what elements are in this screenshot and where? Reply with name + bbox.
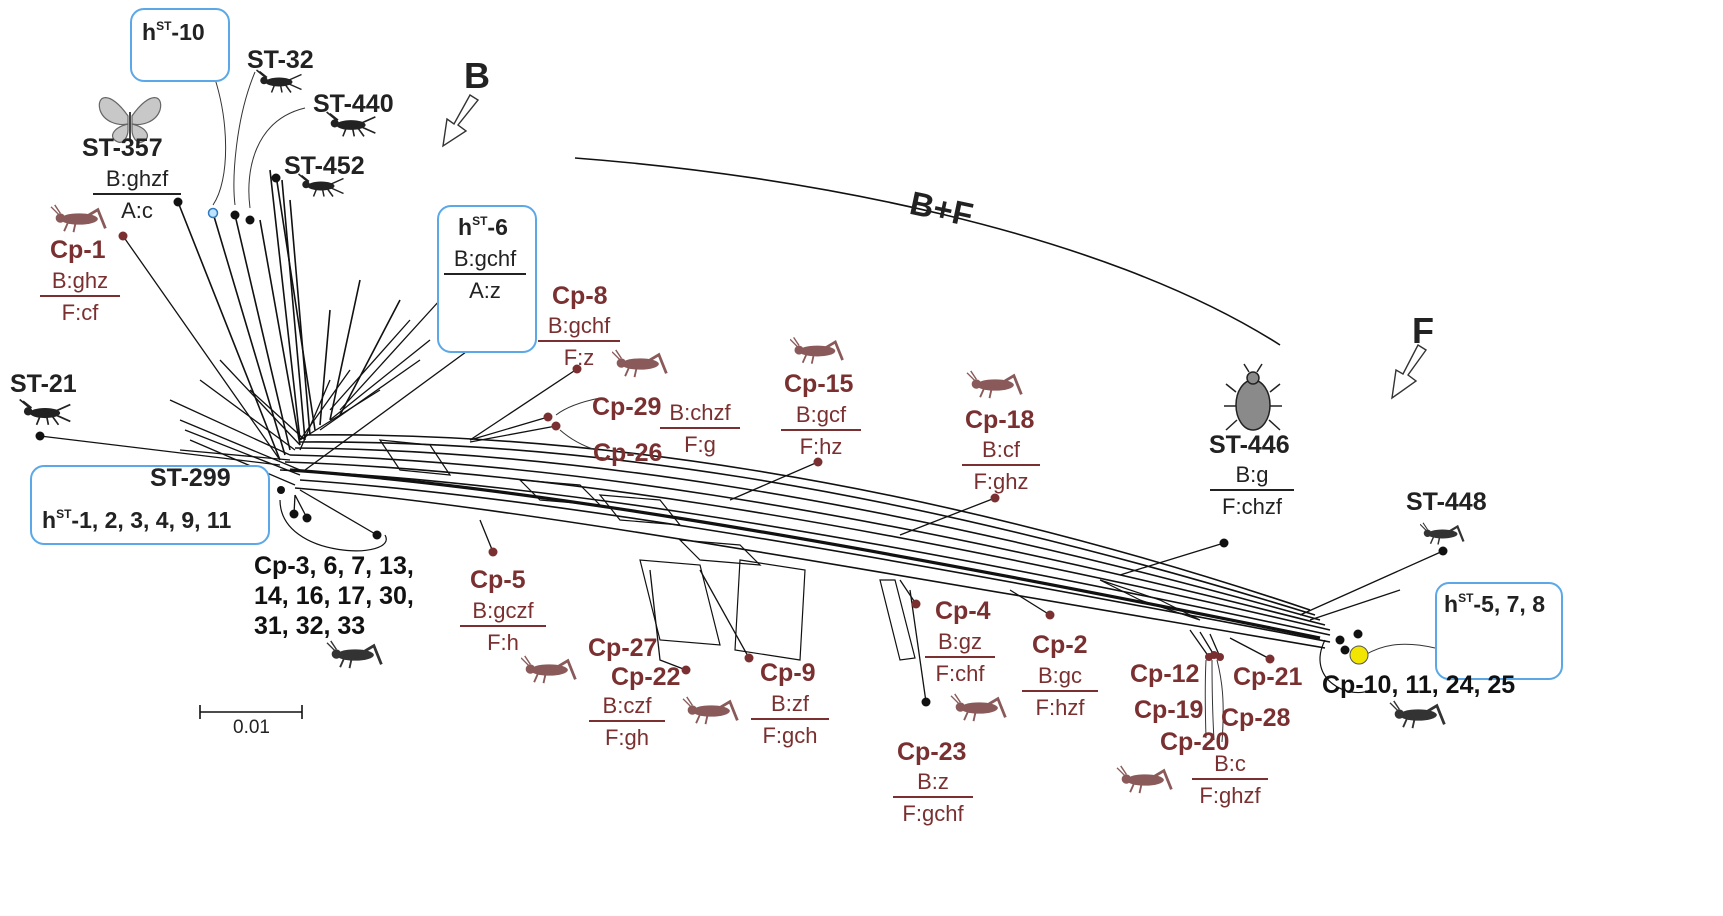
cp-27-label: Cp-27 bbox=[588, 634, 658, 662]
hst-5-box bbox=[1435, 582, 1563, 680]
cp-20-label: Cp-20 bbox=[1160, 728, 1230, 756]
cp-3-group-line-2: 14, 16, 17, 30, bbox=[254, 582, 414, 610]
hst-1-label: hST-1, 2, 3, 4, 9, 11 bbox=[42, 507, 232, 533]
st-21-label: ST-21 bbox=[10, 370, 77, 398]
cp-2-label: Cp-2 bbox=[1032, 631, 1088, 659]
cp-23-label: Cp-23 bbox=[897, 738, 967, 766]
bug-icon bbox=[1224, 363, 1282, 431]
grasshopper-icon bbox=[521, 655, 577, 685]
grasshopper-icon bbox=[1388, 700, 1446, 730]
st-452-label: ST-452 bbox=[284, 152, 365, 180]
cp-15-label: Cp-15 bbox=[784, 370, 854, 398]
hst-10-box bbox=[130, 8, 230, 82]
direction-label-b: B bbox=[464, 55, 490, 96]
cp-26-label: Cp-26 bbox=[593, 439, 663, 467]
st-446-label: ST-446 bbox=[1209, 431, 1290, 459]
grasshopper-icon bbox=[790, 336, 844, 366]
grasshopper-icon bbox=[612, 349, 668, 379]
cp-29-label: Cp-29 bbox=[592, 393, 662, 421]
cp-9-label: Cp-9 bbox=[760, 659, 816, 687]
cp-8-label: Cp-8 bbox=[552, 282, 608, 310]
grasshopper-icon bbox=[950, 693, 1007, 723]
b-arrow bbox=[442, 94, 480, 148]
cp-4-label: Cp-4 bbox=[935, 597, 991, 625]
cp-1-label: Cp-1 bbox=[50, 236, 106, 264]
f-arrow bbox=[1391, 344, 1428, 400]
hst-6-label: hST-6 bbox=[458, 214, 508, 240]
st-357-label: ST-357 bbox=[82, 134, 163, 162]
st-32-label: ST-32 bbox=[247, 46, 314, 74]
st-299-label: ST-299 bbox=[150, 464, 231, 492]
st-440-label: ST-440 bbox=[313, 90, 394, 118]
cp-3-group-line-1: Cp-3, 6, 7, 13, bbox=[254, 552, 414, 580]
grasshopper-icon bbox=[1116, 765, 1173, 795]
grasshopper-icon bbox=[966, 370, 1023, 400]
cp-12-label: Cp-12 bbox=[1130, 660, 1200, 688]
cp-21-label: Cp-21 bbox=[1233, 663, 1303, 691]
grasshopper-icon bbox=[1420, 521, 1465, 546]
cricket-icon bbox=[18, 398, 72, 426]
cp-28-label: Cp-28 bbox=[1221, 704, 1291, 732]
hst-6-box bbox=[437, 205, 537, 353]
cp-22-label: Cp-22 bbox=[611, 663, 681, 691]
hst-1-box bbox=[30, 465, 270, 545]
hst-5-label: hST-5, 7, 8 bbox=[1444, 591, 1546, 617]
butterfly-icon bbox=[98, 97, 162, 143]
scale-label: 0.01 bbox=[233, 717, 270, 738]
cp-3-group-line-3: 31, 32, 33 bbox=[254, 612, 366, 640]
cp-5-label: Cp-5 bbox=[470, 566, 526, 594]
cp-18-label: Cp-18 bbox=[965, 406, 1035, 434]
leaf-dots bbox=[35, 173, 1448, 707]
pointer-arrows bbox=[211, 69, 1436, 743]
bf-arc bbox=[574, 157, 1281, 346]
hst-10-label: hST-10 bbox=[142, 19, 205, 45]
grasshopper-icon bbox=[326, 640, 383, 670]
cp-10-group-label: Cp-10, 11, 24, 25 bbox=[1322, 671, 1516, 699]
grasshopper-icon bbox=[682, 696, 739, 726]
cp-19-label: Cp-19 bbox=[1134, 696, 1204, 724]
st-448-label: ST-448 bbox=[1406, 488, 1487, 516]
network-branches bbox=[39, 169, 1444, 703]
direction-label-f: F bbox=[1412, 310, 1434, 351]
scale-bar bbox=[199, 705, 303, 719]
